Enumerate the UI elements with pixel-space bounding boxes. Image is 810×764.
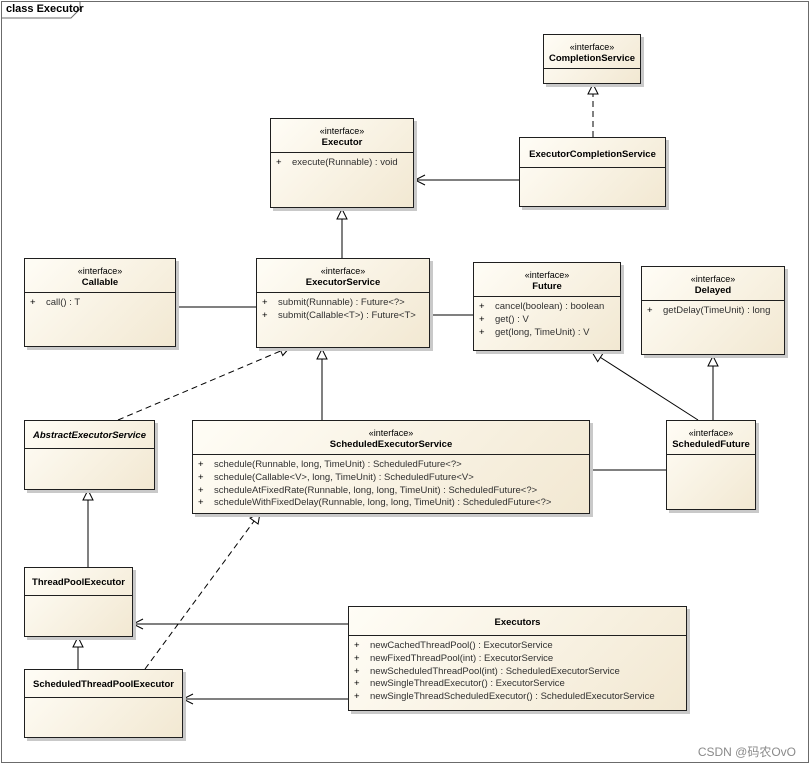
operation: +schedule(Callable<V>, long, TimeUnit) :… (198, 471, 474, 483)
class-name: ScheduledExecutorService (329, 439, 453, 450)
class-executor-completion-service[interactable]: ExecutorCompletionService (519, 137, 666, 207)
operation: +cancel(boolean) : boolean (479, 301, 605, 312)
operation: +scheduleAtFixedRate(Runnable, long, lon… (198, 484, 538, 496)
class-scheduled-thread-pool-executor[interactable]: ScheduledThreadPoolExecutor (24, 669, 183, 738)
operations: +cancel(boolean) : boolean +get() : V +g… (474, 297, 620, 339)
stereotype: «interface» (77, 266, 123, 276)
class-name: ExecutorCompletionService (529, 149, 656, 160)
operation: +newScheduledThreadPool(int) : Scheduled… (354, 665, 620, 677)
stereotype: «interface» (569, 42, 615, 52)
watermark: CSDN @码农OvO (697, 745, 796, 759)
operation: +newSingleThreadExecutor() : ExecutorSer… (354, 678, 565, 690)
operation: +get(long, TimeUnit) : V (479, 326, 590, 338)
class-callable[interactable]: «interface» Callable +call() : T (24, 258, 176, 347)
class-scheduled-future[interactable]: «interface» ScheduledFuture (666, 420, 756, 510)
diagram-title: class Executor (6, 3, 84, 15)
class-name: Delayed (694, 285, 732, 296)
operation: +submit(Runnable) : Future<?> (262, 297, 405, 308)
class-completion-service[interactable]: «interface» CompletionService (543, 34, 641, 84)
class-executor[interactable]: «interface» Executor +execute(Runnable) … (270, 118, 414, 208)
operations: +schedule(Runnable, long, TimeUnit) : Sc… (193, 455, 589, 510)
class-future[interactable]: «interface» Future +cancel(boolean) : bo… (473, 262, 621, 351)
stereotype: «interface» (688, 428, 734, 438)
class-name: Callable (81, 277, 119, 288)
class-name: ScheduledFuture (672, 439, 750, 450)
realization-stpe-to-ses (144, 513, 260, 670)
generalization-scheduled-future-to-future (592, 352, 699, 421)
operation: +call() : T (30, 297, 81, 308)
class-executors[interactable]: Executors +newCachedThreadPool() : Execu… (348, 606, 687, 711)
stereotype: «interface» (368, 428, 414, 438)
operations: +call() : T (25, 293, 175, 310)
stereotype: «interface» (320, 266, 366, 276)
operation: +newSingleThreadScheduledExecutor() : Sc… (354, 691, 655, 703)
operation: +getDelay(TimeUnit) : long (647, 305, 771, 316)
operation: +scheduleWithFixedDelay(Runnable, long, … (198, 497, 552, 509)
operation: +newFixedThreadPool(int) : ExecutorServi… (354, 652, 554, 664)
class-name: ScheduledThreadPoolExecutor (33, 679, 174, 690)
operation: +newCachedThreadPool() : ExecutorService (354, 640, 553, 651)
class-executor-service[interactable]: «interface» ExecutorService +submit(Runn… (256, 258, 430, 348)
operations: +getDelay(TimeUnit) : long (642, 301, 784, 318)
class-name: ThreadPoolExecutor (32, 577, 125, 588)
realization-abstract-executor-service (117, 347, 290, 421)
operations: +execute(Runnable) : void (271, 153, 413, 170)
stereotype: «interface» (319, 126, 365, 136)
class-name: Executor (321, 137, 363, 148)
class-name: Future (532, 281, 562, 292)
class-name: CompletionService (548, 53, 636, 64)
operation: +schedule(Runnable, long, TimeUnit) : Sc… (198, 459, 462, 470)
class-name: Executors (494, 617, 541, 628)
stereotype: «interface» (690, 274, 736, 284)
stereotype: «interface» (524, 270, 570, 280)
diagram-frame-tab (1, 1, 81, 19)
class-delayed[interactable]: «interface» Delayed +getDelay(TimeUnit) … (641, 266, 785, 355)
operation: +execute(Runnable) : void (276, 157, 398, 168)
class-name: AbstractExecutorService (33, 430, 146, 441)
class-thread-pool-executor[interactable]: ThreadPoolExecutor (24, 567, 133, 637)
operations: +submit(Runnable) : Future<?> +submit(Ca… (257, 293, 429, 323)
class-abstract-executor-service[interactable]: AbstractExecutorService (24, 420, 155, 490)
operation: +get() : V (479, 313, 529, 325)
operations: +newCachedThreadPool() : ExecutorService… (349, 636, 686, 704)
class-name: ExecutorService (305, 277, 381, 288)
class-scheduled-executor-service[interactable]: «interface» ScheduledExecutorService +sc… (192, 420, 590, 514)
operation: +submit(Callable<T>) : Future<T> (262, 309, 416, 321)
